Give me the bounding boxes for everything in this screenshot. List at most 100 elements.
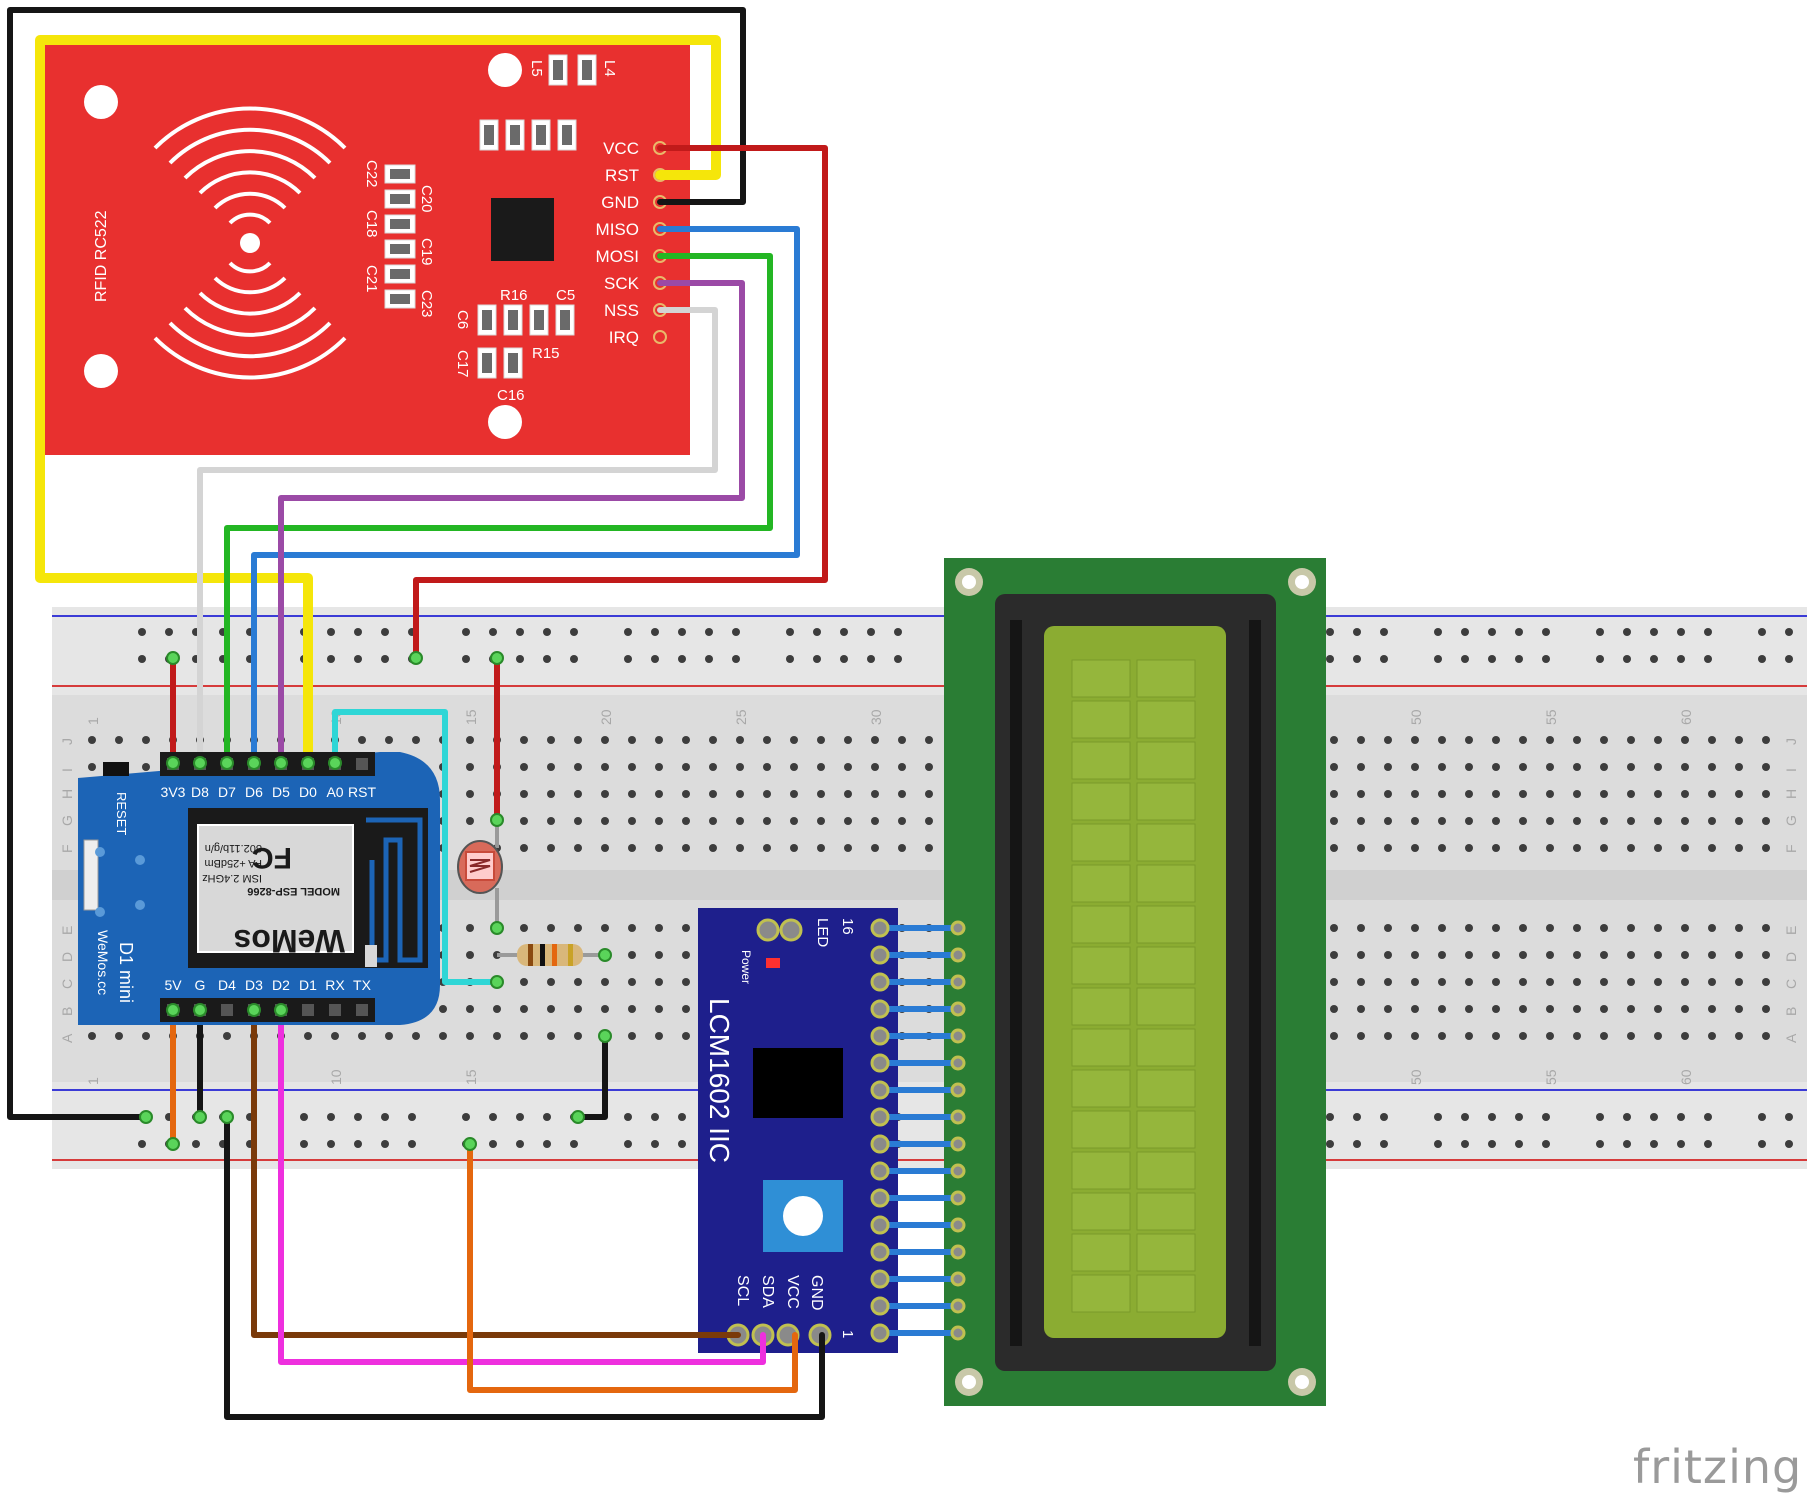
breadboard-hole [1434, 655, 1442, 663]
wemos-pin-d7: D7 [218, 784, 236, 800]
i2c-header-pins [726, 1323, 832, 1347]
lcd-connector-pad [950, 1163, 966, 1179]
breadboard-hole [1677, 628, 1685, 636]
breadboard-hole [1438, 844, 1446, 852]
breadboard-hole [547, 924, 555, 932]
breadboard-hole [1654, 844, 1662, 852]
breadboard-hole [547, 978, 555, 986]
wemos-pin-d4: D4 [218, 977, 236, 993]
breadboard-hole [601, 817, 609, 825]
breadboard-hole [1411, 924, 1419, 932]
breadboard-hole [1357, 924, 1365, 932]
breadboard-hole [1677, 1140, 1685, 1148]
lcd-character-cell [1136, 1233, 1196, 1272]
breadboard-hole [192, 1140, 200, 1148]
breadboard-hole [1546, 1005, 1554, 1013]
breadboard-hole [1704, 1140, 1712, 1148]
rfid-part-label: C20 [418, 185, 435, 213]
breadboard-hole [1519, 978, 1527, 986]
breadboard-hole [1465, 763, 1473, 771]
breadboard-hole [763, 763, 771, 771]
breadboard-hole [1542, 1113, 1550, 1121]
bb-col-number: 1 [85, 1077, 101, 1085]
lcd-connector-pin [870, 1188, 890, 1208]
breadboard-hole [1546, 844, 1554, 852]
breadboard-hole [327, 628, 335, 636]
lcd-connector-pad [950, 1325, 966, 1341]
breadboard-hole [466, 951, 474, 959]
lcd-connector-pad [950, 1001, 966, 1017]
breadboard-hole [1465, 1005, 1473, 1013]
breadboard-hole [138, 628, 146, 636]
breadboard-hole [844, 763, 852, 771]
breadboard-hole [354, 1113, 362, 1121]
breadboard-hole [763, 790, 771, 798]
breadboard-hole [142, 763, 150, 771]
breadboard-hole [1681, 924, 1689, 932]
breadboard-hole [1515, 628, 1523, 636]
breadboard-hole [651, 628, 659, 636]
breadboard-hole [358, 736, 366, 744]
breadboard-hole [1357, 844, 1365, 852]
rfid-model-label: RFID RC522 [93, 210, 110, 302]
breadboard-hole [1438, 1032, 1446, 1040]
reset-button[interactable] [83, 839, 99, 911]
breadboard-hole [682, 951, 690, 959]
breadboard-hole [682, 978, 690, 986]
breadboard-hole [1600, 817, 1608, 825]
breadboard-hole [1708, 951, 1716, 959]
breadboard-hole [655, 817, 663, 825]
lcd-connector-pin [870, 1242, 890, 1262]
lcd-connector-pad [950, 974, 966, 990]
breadboard-hole [574, 736, 582, 744]
breadboard-hole [763, 736, 771, 744]
breadboard-hole [655, 790, 663, 798]
esp-spec-line: ISM 2.4GHz [202, 872, 262, 884]
breadboard-hole [574, 1032, 582, 1040]
breadboard-hole [1681, 978, 1689, 986]
breadboard-hole [1650, 655, 1658, 663]
breadboard-hole [1654, 1032, 1662, 1040]
lcd-connector-pad [950, 1271, 966, 1287]
breadboard-hole [1654, 951, 1662, 959]
breadboard-hole [1573, 1032, 1581, 1040]
wire-endpoint [598, 948, 612, 962]
wire-vcc-orange [467, 1141, 798, 1393]
breadboard-hole [1411, 790, 1419, 798]
breadboard-hole [705, 628, 713, 636]
breadboard-hole [1492, 736, 1500, 744]
breadboard-hole [1573, 1005, 1581, 1013]
breadboard-hole [385, 1032, 393, 1040]
rfid-pin-nss: NSS [604, 301, 639, 320]
breadboard-hole [1681, 844, 1689, 852]
wemos-pin-d5: D5 [272, 784, 290, 800]
breadboard-hole [1596, 628, 1604, 636]
bb-col-number: 60 [1678, 1069, 1694, 1085]
breadboard-hole [655, 763, 663, 771]
breadboard-hole [1384, 951, 1392, 959]
i2c-title: LCM1602 IIC [704, 998, 735, 1163]
breadboard-hole [844, 817, 852, 825]
potentiometer-knob[interactable] [783, 1196, 823, 1236]
lcd-connector-pad [950, 1298, 966, 1314]
wire-endpoint [328, 756, 342, 770]
breadboard-hole [1492, 1032, 1500, 1040]
lcd-character-cell [1136, 700, 1196, 739]
breadboard-hole [1384, 790, 1392, 798]
wire-endpoint [139, 1110, 153, 1124]
breadboard-hole [1488, 628, 1496, 636]
power-led [766, 958, 780, 968]
breadboard-hole [1681, 951, 1689, 959]
breadboard-hole [790, 736, 798, 744]
lcd-connector-pins [870, 918, 966, 1343]
breadboard-hole [1330, 763, 1338, 771]
rfid-part-label: C19 [418, 238, 435, 266]
breadboard-hole [462, 1113, 470, 1121]
breadboard-hole [574, 817, 582, 825]
rfid-pin-irq: IRQ [609, 328, 639, 347]
breadboard-hole [516, 628, 524, 636]
breadboard-hole [817, 844, 825, 852]
bb-col-number: 60 [1678, 709, 1694, 725]
i2c-pin-vcc: VCC [784, 1275, 801, 1309]
bb-row-letter: H [1783, 789, 1799, 799]
